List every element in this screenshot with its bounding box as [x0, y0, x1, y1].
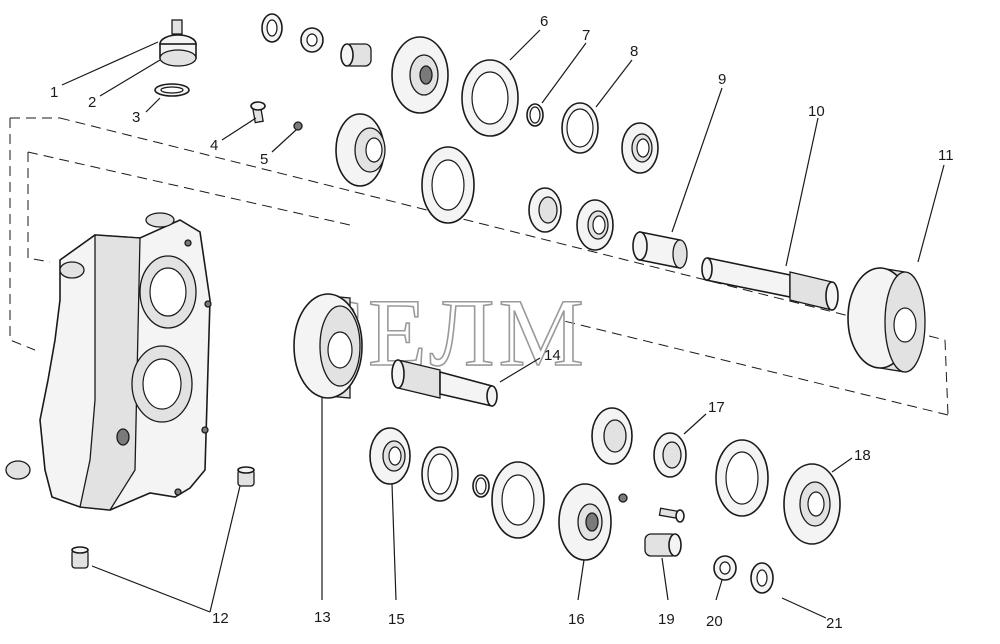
- bearing-lower: [591, 407, 633, 465]
- callout-12: 12: [212, 610, 229, 627]
- bolt-lower: [658, 507, 685, 523]
- gasket-lower-right: [715, 439, 769, 517]
- callout-5: 5: [260, 151, 268, 168]
- callout-9: 9: [718, 71, 726, 88]
- spacer-tube-part-9: [632, 231, 688, 269]
- callout-3: 3: [132, 109, 140, 126]
- callout-labels: 1 2 3 4 5 6 7 8 9 10 11 12 13 14 15 16 1…: [50, 13, 954, 632]
- nut-part-5: [293, 121, 303, 131]
- callout-7: 7: [582, 27, 590, 44]
- callout-21: 21: [826, 615, 843, 632]
- gasket-lower: [491, 461, 545, 539]
- callout-11: 11: [938, 147, 954, 164]
- bearing-cover-part-16: [558, 483, 612, 561]
- o-ring-part-8: [561, 102, 599, 154]
- callout-17: 17: [708, 399, 725, 416]
- callout-10: 10: [808, 103, 825, 120]
- callout-19: 19: [658, 611, 675, 628]
- callout-4: 4: [210, 137, 218, 154]
- nut-lower: [618, 493, 628, 503]
- callout-20: 20: [706, 613, 723, 630]
- gear-part-13: [293, 293, 363, 399]
- leader-lines: [61, 29, 945, 619]
- seal-ring-part-21: [750, 562, 774, 594]
- callout-2: 2: [88, 94, 96, 111]
- gasket-middle: [421, 146, 475, 224]
- bearing-cover-top: [391, 36, 449, 114]
- seal-ring-top: [261, 13, 283, 43]
- bearing-middle: [576, 199, 614, 251]
- plug-part-12-lower: [71, 546, 89, 569]
- washer-part-3: [154, 83, 190, 97]
- callout-13: 13: [314, 609, 331, 626]
- splined-shaft-part-14: [391, 359, 498, 408]
- snap-ring-part-7: [526, 103, 544, 127]
- plug-top: [340, 43, 372, 67]
- assembly-dashed-outline: [9, 117, 949, 416]
- bearing-cover-middle: [335, 113, 386, 187]
- bearing-cover-part-18: [783, 463, 841, 545]
- seal-part-17: [653, 432, 687, 478]
- bearing-part-15: [369, 427, 411, 485]
- lock-washer-top: [300, 27, 324, 53]
- callout-14: 14: [544, 347, 561, 364]
- callout-6: 6: [540, 13, 548, 30]
- callout-15: 15: [388, 611, 405, 628]
- seal-middle: [528, 187, 562, 233]
- gearbox-housing: [5, 212, 212, 511]
- callout-18: 18: [854, 447, 871, 464]
- plug-part-19: [644, 533, 682, 557]
- gasket-part-6: [461, 59, 519, 137]
- lock-washer-part-20: [713, 555, 737, 581]
- bearing-upper-right: [621, 122, 659, 174]
- breather-cap-part-1: [159, 19, 197, 67]
- snap-ring-lower: [472, 474, 490, 498]
- callout-16: 16: [568, 611, 585, 628]
- callout-1: 1: [50, 84, 58, 101]
- plug-part-12-upper: [237, 466, 255, 487]
- gear-part-11: [847, 267, 926, 373]
- splined-shaft-part-10: [701, 257, 839, 311]
- o-ring-lower: [421, 446, 459, 502]
- callout-8: 8: [630, 43, 638, 60]
